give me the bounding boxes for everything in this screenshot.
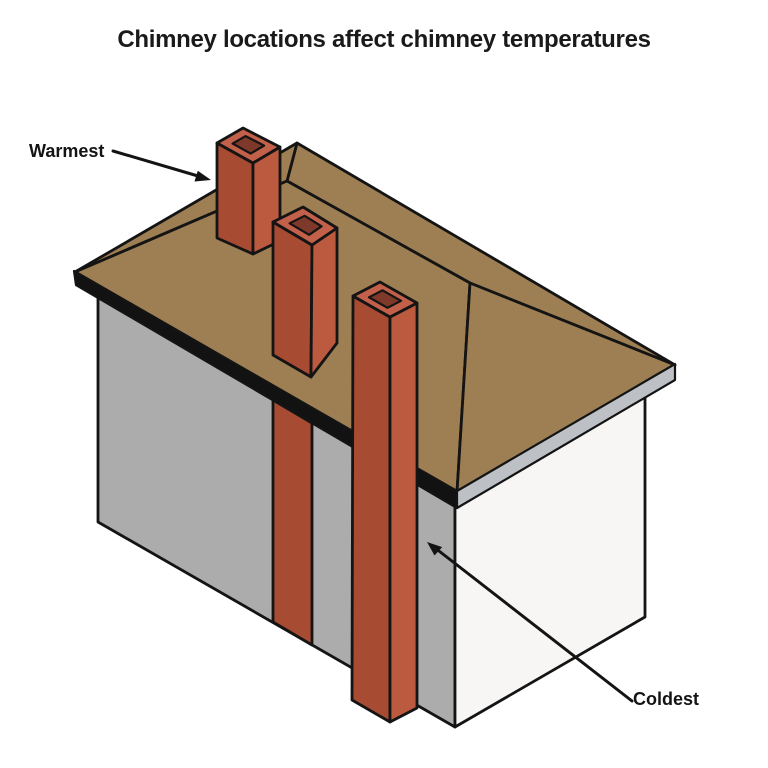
coldest-arrow-line [437, 549, 634, 703]
warmest-arrowhead-icon [194, 170, 211, 182]
chimney-ridge [215, 126, 282, 256]
warmest-label: Warmest [29, 141, 105, 161]
fascia-band-right [455, 362, 677, 510]
warmest-arrow [111, 149, 211, 182]
chimney-exterior [350, 280, 419, 724]
chimney-ridge-flue [231, 135, 266, 155]
chimney-middle [271, 205, 339, 379]
chimney-exterior-left-face [350, 294, 392, 724]
coldest-arrow [427, 542, 634, 703]
diagram-title: Chimney locations affect chimney tempera… [117, 26, 651, 53]
chimney-exterior-flue [367, 289, 403, 309]
chimney-middle-flue [288, 214, 323, 236]
chimney-middle-left-face [271, 220, 314, 379]
warmest-arrow-line [111, 149, 200, 178]
coldest-label: Coldest [633, 689, 700, 709]
chimney-middle-interior-column [271, 398, 314, 647]
coldest-arrowhead-icon [427, 542, 443, 556]
chimney-exterior-right-face [388, 301, 419, 724]
